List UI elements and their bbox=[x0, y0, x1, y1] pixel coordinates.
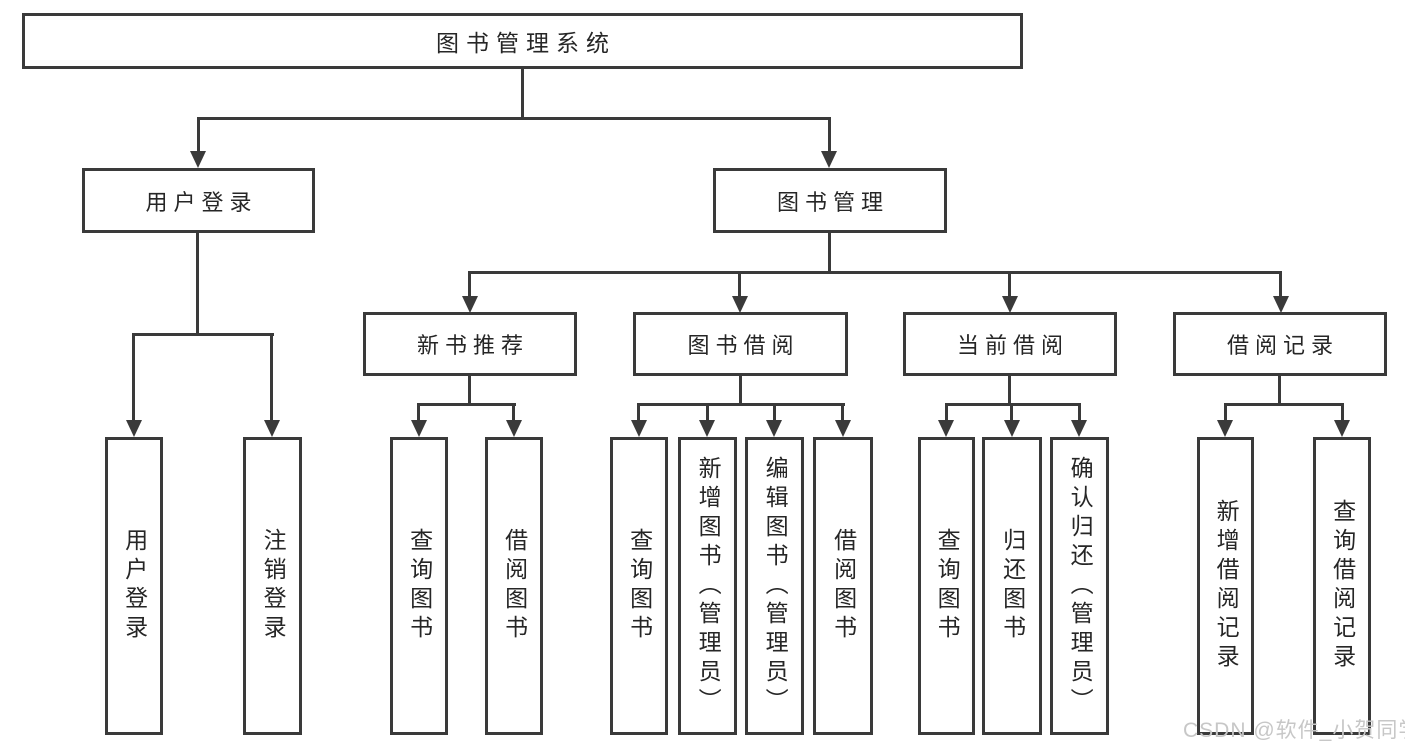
node-root: 图书管理系统 bbox=[22, 13, 1023, 69]
arrowhead bbox=[766, 420, 782, 437]
connector-current-borrow-stem bbox=[1008, 376, 1011, 406]
connector-arrow-shaft bbox=[945, 403, 948, 423]
arrowhead bbox=[699, 420, 715, 437]
leaf-add-books-admin: 新增图书（管理员） bbox=[678, 437, 737, 735]
leaf-query-books-borrow: 查询图书 bbox=[610, 437, 668, 735]
connector-arrow-shaft bbox=[706, 403, 709, 423]
leaf-query-borrow-record: 查询借阅记录 bbox=[1313, 437, 1371, 735]
connector-arrow-shaft bbox=[841, 403, 844, 423]
connector-arrow-shaft bbox=[512, 403, 515, 423]
arrowhead bbox=[1004, 420, 1020, 437]
connector-arrow-shaft bbox=[1008, 271, 1011, 299]
leaf-query-books-current: 查询图书 bbox=[918, 437, 975, 735]
arrowhead bbox=[411, 420, 427, 437]
node-user-login: 用户登录 bbox=[82, 168, 315, 233]
arrowhead bbox=[938, 420, 954, 437]
connector-arrow-shaft bbox=[1341, 403, 1344, 423]
connector-arrow-shaft bbox=[773, 403, 776, 423]
leaf-user-login: 用户登录 bbox=[105, 437, 163, 735]
connector-arrow-shaft bbox=[828, 117, 831, 153]
connector-new-book-stem bbox=[468, 376, 471, 406]
connector-arrow-shaft bbox=[1279, 271, 1282, 299]
leaf-logout: 注销登录 bbox=[243, 437, 302, 735]
leaf-return-books: 归还图书 bbox=[982, 437, 1042, 735]
node-current-borrow: 当前借阅 bbox=[903, 312, 1117, 376]
csdn-watermark: CSDN @软件_小贺同学 bbox=[1183, 719, 1405, 742]
connector-user-login-stem bbox=[196, 233, 199, 336]
connector-book-management-stem bbox=[828, 233, 831, 274]
connector-arrow-shaft bbox=[197, 117, 200, 153]
arrowhead bbox=[506, 420, 522, 437]
connector-arrow-shaft bbox=[1010, 403, 1013, 423]
connector-arrow-shaft bbox=[1078, 403, 1081, 423]
connector-root-stem bbox=[521, 66, 524, 119]
node-new-book-recommend: 新书推荐 bbox=[363, 312, 577, 376]
connector-arrow-shaft bbox=[1224, 403, 1227, 423]
arrowhead bbox=[264, 420, 280, 437]
connector-arrow-shaft bbox=[738, 271, 741, 299]
connector-book-borrow-stem bbox=[739, 376, 742, 406]
leaf-borrow-books-recommend: 借阅图书 bbox=[485, 437, 543, 735]
connector-level2-rail bbox=[197, 117, 831, 120]
arrowhead bbox=[462, 296, 478, 313]
node-book-borrow: 图书借阅 bbox=[633, 312, 848, 376]
connector-user-login-rail bbox=[132, 333, 274, 336]
arrowhead bbox=[1217, 420, 1233, 437]
arrowhead bbox=[732, 296, 748, 313]
arrowhead bbox=[1002, 296, 1018, 313]
node-borrow-record: 借阅记录 bbox=[1173, 312, 1387, 376]
connector-book-borrow-rail bbox=[637, 403, 845, 406]
connector-current-borrow-rail bbox=[945, 403, 1081, 406]
connector-arrow-shaft bbox=[637, 403, 640, 423]
arrowhead bbox=[190, 151, 206, 168]
connector-arrow-shaft bbox=[468, 271, 471, 299]
connector-arrow-shaft bbox=[132, 333, 135, 422]
arrowhead bbox=[631, 420, 647, 437]
arrowhead bbox=[821, 151, 837, 168]
connector-arrow-shaft bbox=[417, 403, 420, 423]
leaf-add-borrow-record: 新增借阅记录 bbox=[1197, 437, 1254, 735]
leaf-borrow-books: 借阅图书 bbox=[813, 437, 873, 735]
connector-arrow-shaft bbox=[270, 333, 273, 422]
arrowhead bbox=[126, 420, 142, 437]
arrowhead bbox=[1273, 296, 1289, 313]
connector-borrow-record-rail bbox=[1224, 403, 1344, 406]
arrowhead bbox=[1071, 420, 1087, 437]
node-book-management: 图书管理 bbox=[713, 168, 947, 233]
arrowhead bbox=[1334, 420, 1350, 437]
arrowhead bbox=[835, 420, 851, 437]
leaf-confirm-return-admin: 确认归还（管理员） bbox=[1050, 437, 1109, 735]
leaf-query-books-recommend: 查询图书 bbox=[390, 437, 448, 735]
connector-level3-rail bbox=[468, 271, 1282, 274]
connector-new-book-rail bbox=[417, 403, 516, 406]
connector-borrow-record-stem bbox=[1278, 376, 1281, 406]
leaf-edit-books-admin: 编辑图书（管理员） bbox=[745, 437, 804, 735]
